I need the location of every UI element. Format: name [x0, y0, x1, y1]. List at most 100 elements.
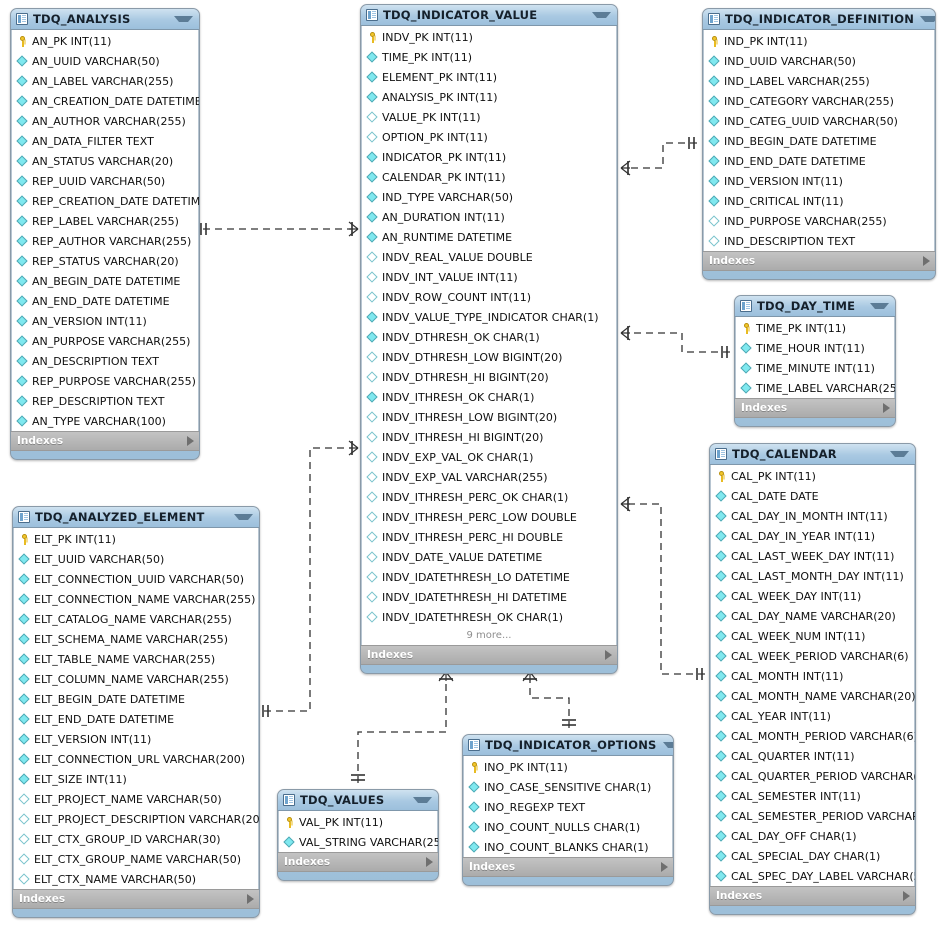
column-row[interactable]: ELT_CATALOG_NAME VARCHAR(255) [14, 609, 258, 629]
chevron-down-icon[interactable] [920, 16, 935, 22]
chevron-down-icon[interactable] [174, 16, 193, 22]
column-row[interactable]: CAL_PK INT(11) [711, 466, 914, 486]
column-row[interactable]: IND_UUID VARCHAR(50) [704, 51, 934, 71]
column-row[interactable]: CAL_QUARTER INT(11) [711, 746, 914, 766]
column-row[interactable]: TIME_PK INT(11) [736, 318, 894, 338]
column-row[interactable]: CAL_DAY_IN_YEAR INT(11) [711, 526, 914, 546]
column-row[interactable]: IND_VERSION INT(11) [704, 171, 934, 191]
column-row[interactable]: CAL_MONTH_NAME VARCHAR(20) [711, 686, 915, 706]
column-row[interactable]: INDV_EXP_VAL_OK CHAR(1) [362, 447, 616, 467]
indexes-section-header[interactable]: Indexes [11, 431, 199, 451]
column-row[interactable]: AN_AUTHOR VARCHAR(255) [12, 111, 198, 131]
column-row[interactable]: INO_COUNT_BLANKS CHAR(1) [464, 837, 672, 857]
column-row[interactable]: AN_RUNTIME DATETIME [362, 227, 616, 247]
column-row[interactable]: ELT_PK INT(11) [14, 529, 258, 549]
column-row[interactable]: INDV_IDATETHRESH_HI DATETIME [362, 587, 616, 607]
chevron-right-icon[interactable] [187, 436, 194, 446]
chevron-down-icon[interactable] [662, 742, 673, 748]
chevron-right-icon[interactable] [883, 403, 890, 413]
column-row[interactable]: IND_CRITICAL INT(11) [704, 191, 934, 211]
column-row[interactable]: AN_PURPOSE VARCHAR(255) [12, 331, 198, 351]
column-row[interactable]: CAL_LAST_WEEK_DAY INT(11) [711, 546, 914, 566]
column-row[interactable]: CAL_SEMESTER_PERIOD VARCHAR(6) [711, 806, 915, 826]
column-row[interactable]: INDV_PK INT(11) [362, 27, 616, 47]
column-row[interactable]: ELT_TABLE_NAME VARCHAR(255) [14, 649, 258, 669]
column-row[interactable]: ELT_CTX_GROUP_NAME VARCHAR(50) [14, 849, 258, 869]
column-row[interactable]: ELT_CONNECTION_NAME VARCHAR(255) [14, 589, 258, 609]
column-row[interactable]: REP_DESCRIPTION TEXT [12, 391, 198, 411]
indexes-section-header[interactable]: Indexes [278, 852, 438, 872]
column-row[interactable]: CAL_SPECIAL_DAY CHAR(1) [711, 846, 914, 866]
column-row[interactable]: CAL_MONTH INT(11) [711, 666, 914, 686]
column-row[interactable]: CAL_MONTH_PERIOD VARCHAR(6) [711, 726, 915, 746]
indexes-section-header[interactable]: Indexes [13, 889, 259, 909]
column-row[interactable]: VAL_STRING VARCHAR(255) [279, 832, 438, 852]
column-row[interactable]: ELT_SIZE INT(11) [14, 769, 258, 789]
chevron-down-icon[interactable] [870, 303, 889, 309]
column-row[interactable]: ELT_UUID VARCHAR(50) [14, 549, 258, 569]
column-row[interactable]: TIME_PK INT(11) [362, 47, 616, 67]
table-header-tdq-analysis[interactable]: TDQ_ANALYSIS [11, 9, 199, 30]
column-row[interactable]: AN_CREATION_DATE DATETIME [12, 91, 199, 111]
column-row[interactable]: INDV_DATE_VALUE DATETIME [362, 547, 616, 567]
column-row[interactable]: CAL_QUARTER_PERIOD VARCHAR(5) [711, 766, 915, 786]
indexes-section-header[interactable]: Indexes [361, 645, 617, 665]
column-row[interactable]: AN_BEGIN_DATE DATETIME [12, 271, 198, 291]
indexes-section-header[interactable]: Indexes [710, 886, 915, 906]
column-row[interactable]: INDV_ITHRESH_PERC_OK CHAR(1) [362, 487, 616, 507]
column-row[interactable]: INDICATOR_PK INT(11) [362, 147, 616, 167]
more-columns-label[interactable]: 9 more... [466, 630, 512, 641]
table-header-tdq-analyzed-element[interactable]: TDQ_ANALYZED_ELEMENT [13, 507, 259, 528]
column-row[interactable]: CAL_DAY_NAME VARCHAR(20) [711, 606, 914, 626]
column-row[interactable]: INDV_IDATETHRESH_OK CHAR(1) [362, 607, 616, 627]
column-row[interactable]: AN_STATUS VARCHAR(20) [12, 151, 198, 171]
chevron-down-icon[interactable] [592, 12, 611, 18]
chevron-down-icon[interactable] [890, 451, 909, 457]
table-header-tdq-indicator-definition[interactable]: TDQ_INDICATOR_DEFINITION [703, 9, 935, 30]
column-row[interactable]: AN_VERSION INT(11) [12, 311, 198, 331]
table-header-tdq-day-time[interactable]: TDQ_DAY_TIME [735, 296, 895, 317]
column-row[interactable]: IND_TYPE VARCHAR(50) [362, 187, 616, 207]
column-row[interactable]: REP_UUID VARCHAR(50) [12, 171, 198, 191]
column-row[interactable]: AN_UUID VARCHAR(50) [12, 51, 198, 71]
column-row[interactable]: ELT_CTX_GROUP_ID VARCHAR(30) [14, 829, 258, 849]
column-row[interactable]: ELT_PROJECT_DESCRIPTION VARCHAR(200) [14, 809, 259, 829]
chevron-right-icon[interactable] [661, 862, 668, 872]
chevron-right-icon[interactable] [923, 256, 930, 266]
column-row[interactable]: CAL_DAY_OFF CHAR(1) [711, 826, 914, 846]
column-row[interactable]: AN_DESCRIPTION TEXT [12, 351, 198, 371]
column-row[interactable]: ELT_CTX_NAME VARCHAR(50) [14, 869, 258, 889]
column-row[interactable]: INDV_DTHRESH_HI BIGINT(20) [362, 367, 616, 387]
column-row[interactable]: CALENDAR_PK INT(11) [362, 167, 616, 187]
column-row[interactable]: INO_COUNT_NULLS CHAR(1) [464, 817, 672, 837]
column-row[interactable]: INDV_DTHRESH_LOW BIGINT(20) [362, 347, 616, 367]
column-row[interactable]: CAL_WEEK_NUM INT(11) [711, 626, 914, 646]
chevron-right-icon[interactable] [903, 891, 910, 901]
column-row[interactable]: ELT_PROJECT_NAME VARCHAR(50) [14, 789, 258, 809]
column-row[interactable]: IND_BEGIN_DATE DATETIME [704, 131, 934, 151]
column-row[interactable]: AN_PK INT(11) [12, 31, 198, 51]
column-row[interactable]: VAL_PK INT(11) [279, 812, 437, 832]
column-row[interactable]: REP_CREATION_DATE DATETIME [12, 191, 199, 211]
column-row[interactable]: INDV_VALUE_TYPE_INDICATOR CHAR(1) [362, 307, 616, 327]
indexes-section-header[interactable]: Indexes [735, 398, 895, 418]
column-row[interactable]: CAL_YEAR INT(11) [711, 706, 914, 726]
column-row[interactable]: CAL_WEEK_DAY INT(11) [711, 586, 914, 606]
column-row[interactable]: INDV_ITHRESH_LOW BIGINT(20) [362, 407, 616, 427]
column-row[interactable]: TIME_MINUTE INT(11) [736, 358, 894, 378]
column-row[interactable]: INDV_ITHRESH_PERC_HI DOUBLE [362, 527, 616, 547]
column-row[interactable]: IND_PK INT(11) [704, 31, 934, 51]
column-row[interactable]: INDV_DTHRESH_OK CHAR(1) [362, 327, 616, 347]
column-row[interactable]: ELT_BEGIN_DATE DATETIME [14, 689, 258, 709]
column-row[interactable]: CAL_DATE DATE [711, 486, 914, 506]
column-row[interactable]: TIME_HOUR INT(11) [736, 338, 894, 358]
column-row[interactable]: IND_CATEGORY VARCHAR(255) [704, 91, 934, 111]
column-row[interactable]: AN_DATA_FILTER TEXT [12, 131, 198, 151]
chevron-right-icon[interactable] [605, 650, 612, 660]
